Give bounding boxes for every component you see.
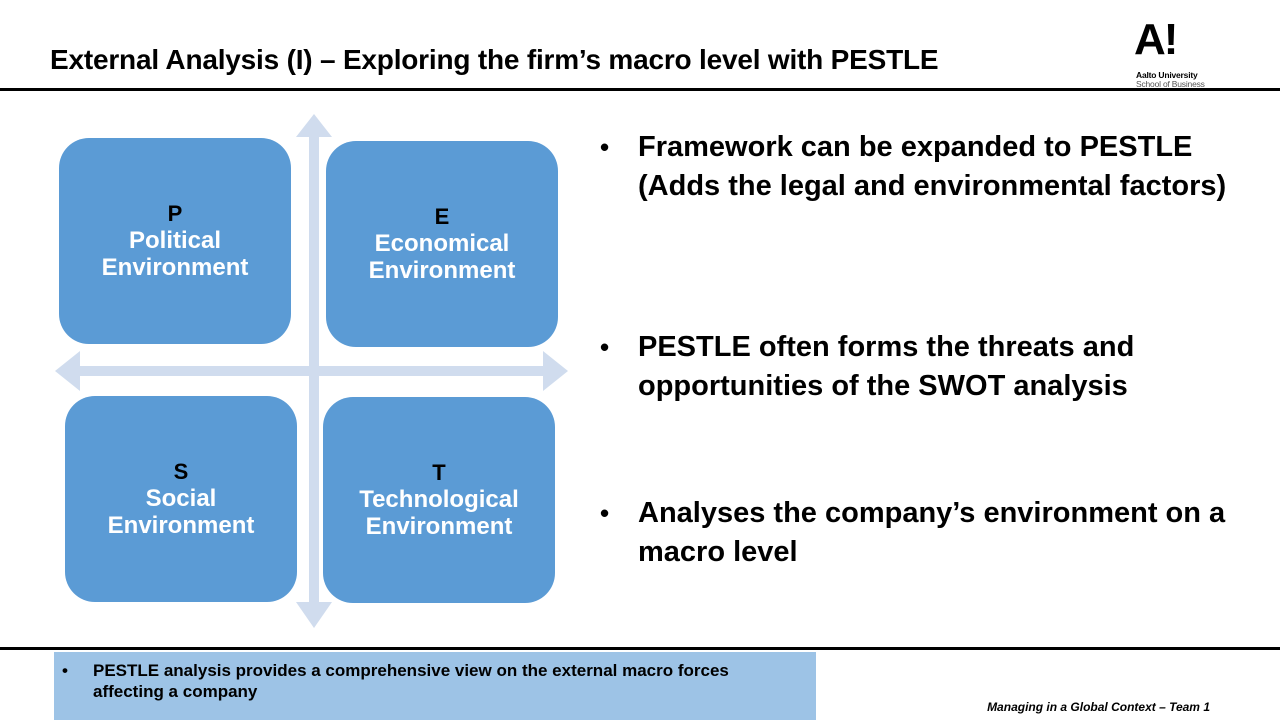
quadrant-label: Environment (368, 257, 516, 284)
quadrant-letter: S (173, 459, 189, 484)
quadrant-label: Economical (374, 230, 510, 257)
course-credit: Managing in a Global Context – Team 1 (987, 700, 1210, 714)
quadrant-economical: E Economical Environment (326, 141, 558, 347)
bullet-item: Analyses the company’s environment on a … (600, 494, 1238, 572)
logo-line-university: Aalto University (1136, 70, 1198, 80)
quadrant-letter: E (434, 204, 450, 229)
logo-line-school: School of Business (1136, 79, 1205, 89)
quadrant-label: Political (128, 227, 222, 254)
quadrant-label: Environment (107, 512, 255, 539)
quadrant-label: Technological (359, 486, 519, 513)
bullet-item: PESTLE often forms the threats and oppor… (600, 328, 1238, 406)
slide-title: External Analysis (I) – Exploring the fi… (50, 44, 939, 75)
summary-text: PESTLE analysis provides a comprehensive… (62, 660, 793, 702)
summary-band: PESTLE analysis provides a comprehensive… (54, 652, 816, 720)
horizontal-double-arrow (55, 351, 568, 391)
quadrant-technological: T Technological Environment (323, 397, 555, 603)
quadrant-political: P Political Environment (59, 138, 291, 344)
quadrant-letter: T (432, 460, 446, 485)
quadrant-label: Environment (101, 254, 249, 281)
quadrant-label: Environment (365, 513, 513, 540)
bullet-item: Framework can be expanded to PESTLE (Add… (600, 128, 1238, 206)
quadrant-letter: P (167, 201, 183, 226)
quadrant-social: S Social Environment (65, 396, 297, 602)
title-divider (0, 88, 1280, 91)
logo-mark: A! (1134, 15, 1178, 64)
quadrant-label: Social (145, 485, 217, 512)
aalto-logo: A! Aalto University School of Business (1134, 15, 1224, 90)
footer-divider (0, 647, 1280, 650)
